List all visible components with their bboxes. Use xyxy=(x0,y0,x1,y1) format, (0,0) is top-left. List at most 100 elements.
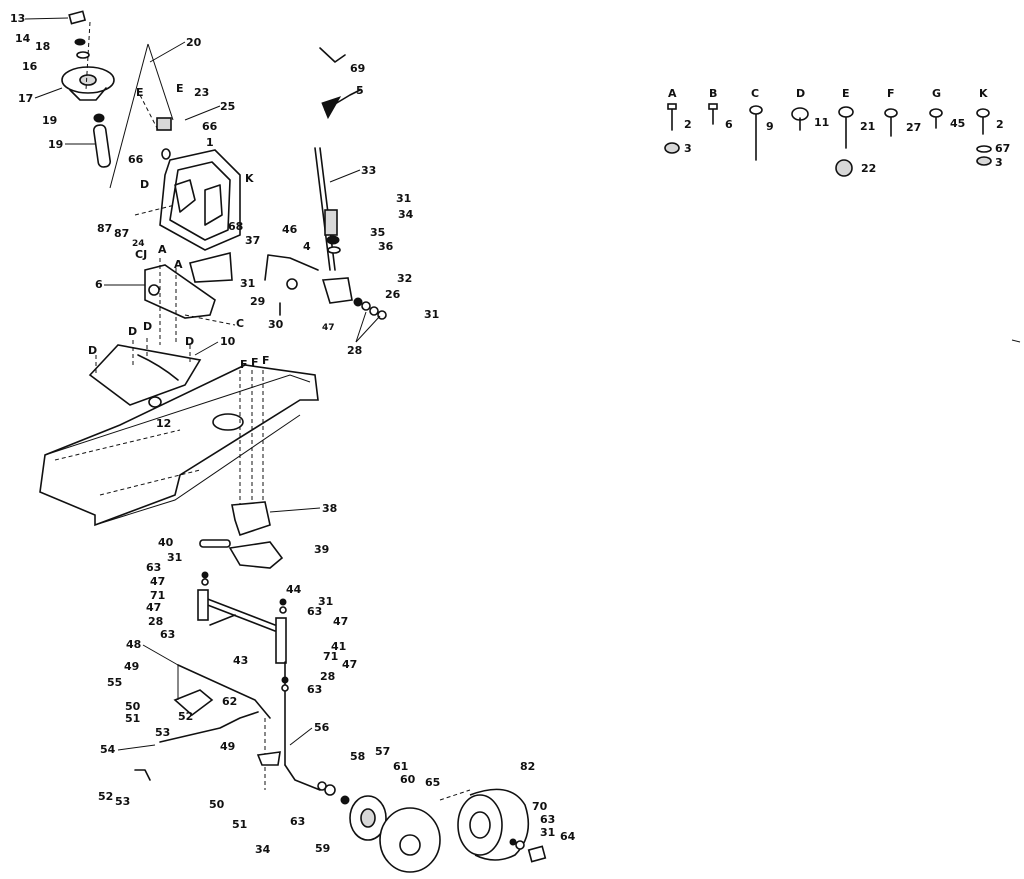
callout-62: 62 xyxy=(222,695,237,708)
callout-e1: E xyxy=(136,86,144,99)
callout-26: 26 xyxy=(385,288,401,301)
callout-55: 55 xyxy=(107,676,122,689)
callout-37: 37 xyxy=(245,234,260,247)
callout-46: 46 xyxy=(282,223,298,236)
callout-59: 59 xyxy=(315,842,330,855)
callout-47-c: 47 xyxy=(146,601,161,614)
callout-63-f: 63 xyxy=(540,813,555,826)
callout-56: 56 xyxy=(314,721,330,734)
callout-82: 82 xyxy=(520,760,535,773)
callout-50-b: 50 xyxy=(209,798,225,811)
callout-d-5: D xyxy=(185,335,194,348)
callout-51-b: 51 xyxy=(232,818,247,831)
callout-16: 16 xyxy=(22,60,38,73)
callout-30: 30 xyxy=(268,318,284,331)
callout-50-a: 50 xyxy=(125,700,141,713)
callout-57: 57 xyxy=(375,745,390,758)
callout-31-e: 31 xyxy=(318,595,333,608)
callout-64: 64 xyxy=(560,830,576,843)
callout-18: 18 xyxy=(35,40,50,53)
legend-part-b: 6 xyxy=(725,118,733,131)
callout-40: 40 xyxy=(158,536,174,549)
callout-e2: E xyxy=(176,82,184,95)
callout-68: 68 xyxy=(228,220,243,233)
callout-34: 34 xyxy=(398,208,414,221)
callout-47-b: 47 xyxy=(150,575,165,588)
legend-extra-a: 3 xyxy=(684,142,692,155)
callout-14: 14 xyxy=(15,32,31,45)
callout-10: 10 xyxy=(220,335,236,348)
callout-51-a: 51 xyxy=(125,712,140,725)
callout-d-3: D xyxy=(143,320,152,333)
callout-66-b: 66 xyxy=(128,153,144,166)
legend-extra-k: 67 xyxy=(995,142,1010,155)
callout-1: 1 xyxy=(206,136,214,149)
legend-letter-k: K xyxy=(979,87,988,100)
legend-letter-g: G xyxy=(932,87,941,100)
steering-arm xyxy=(134,664,281,790)
callout-71-a: 71 xyxy=(150,589,165,602)
callout-49-b: 49 xyxy=(220,740,235,753)
callout-5: 5 xyxy=(356,84,364,97)
legend-part-c: 9 xyxy=(766,120,774,133)
callout-19: 19 xyxy=(48,138,63,151)
callout-d-1: D xyxy=(140,178,149,191)
callout-47-a: 47 xyxy=(322,323,335,333)
floor-plate xyxy=(88,338,202,408)
legend-part-e: 21 xyxy=(860,120,875,133)
legend-extra2-k: 3 xyxy=(995,156,1003,169)
callout-31-f: 31 xyxy=(540,826,555,839)
legend-part-a: 2 xyxy=(684,118,692,131)
callout-28-c: 28 xyxy=(320,670,335,683)
callout-cj: CJ xyxy=(135,248,147,261)
legend-part-k: 2 xyxy=(996,118,1004,131)
callout-38: 38 xyxy=(322,502,337,515)
callout-49-a: 49 xyxy=(124,660,139,673)
callout-k: K xyxy=(245,172,254,185)
callout-66-a: 66 xyxy=(202,120,218,133)
callout-24: 24 xyxy=(132,239,145,249)
legend-letter-c: C xyxy=(751,87,759,100)
steering-bracket xyxy=(144,258,236,345)
callout-60: 60 xyxy=(400,773,416,786)
callout-70: 70 xyxy=(532,800,548,813)
legend-letter-f: F xyxy=(887,87,895,100)
callout-f-1: F xyxy=(240,358,248,371)
callout-61: 61 xyxy=(393,760,408,773)
callout-32: 32 xyxy=(397,272,412,285)
callout-58: 58 xyxy=(350,750,365,763)
callout-12: 12 xyxy=(156,417,171,430)
drag-link xyxy=(264,254,387,320)
callout-54: 54 xyxy=(100,743,116,756)
legend-extra-e: 22 xyxy=(861,162,876,175)
callout-31-a: 31 xyxy=(396,192,411,205)
callout-d-4: D xyxy=(88,344,97,357)
dash-console xyxy=(134,94,241,283)
callout-47-e: 47 xyxy=(342,658,357,671)
callout-31-c: 31 xyxy=(424,308,439,321)
callout-20: 20 xyxy=(186,36,202,49)
callout-69: 69 xyxy=(350,62,365,75)
tie-rod-assembly xyxy=(197,571,321,791)
callout-25: 25 xyxy=(220,100,235,113)
callout-4: 4 xyxy=(303,240,311,253)
legend-letter-a: A xyxy=(668,87,677,100)
callout-71-b: 71 xyxy=(323,650,338,663)
callout-53-a: 53 xyxy=(155,726,170,739)
legend-letter-e: E xyxy=(842,87,850,100)
callout-52-a: 52 xyxy=(178,710,193,723)
callout-31-b: 31 xyxy=(240,277,255,290)
callout-47-d: 47 xyxy=(333,615,348,628)
legend-letter-b: B xyxy=(709,87,717,100)
legend-part-d: 11 xyxy=(814,116,829,129)
callout-52-b: 52 xyxy=(98,790,113,803)
callout-labels: 13 14 18 16 17 19 19 20 E E 23 25 66 1 6… xyxy=(10,12,576,856)
callout-28-a: 28 xyxy=(347,344,362,357)
callout-63-d: 63 xyxy=(307,683,322,696)
legend-part-f: 27 xyxy=(906,121,921,134)
callout-39: 39 xyxy=(314,543,329,556)
callout-63-e: 63 xyxy=(290,815,305,828)
callout-87-b: 87 xyxy=(114,227,129,240)
callout-6: 6 xyxy=(95,278,103,291)
